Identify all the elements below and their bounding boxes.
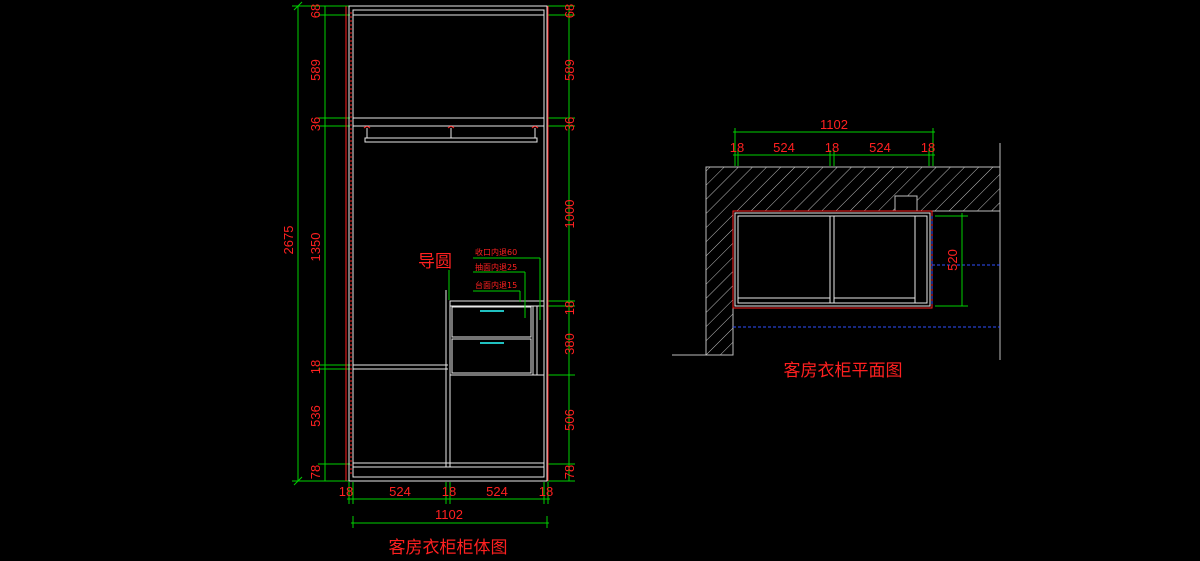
plan-width-18-c: 18 — [921, 140, 935, 155]
plan-depth-label: 520 — [945, 249, 960, 271]
bottom-width-18-a: 18 — [339, 484, 353, 499]
note-counter-inset: 台面内退15 — [475, 280, 517, 290]
plan-top-width-chain — [733, 150, 935, 166]
bottom-width-chain — [347, 482, 550, 504]
elevation-title: 客房衣柜柜体图 — [389, 538, 508, 558]
plan-width-18-a: 18 — [730, 140, 744, 155]
right-height-1000: 1000 — [562, 200, 577, 229]
overall-height-label: 2675 — [281, 226, 296, 255]
plan-cabinet-outline — [732, 210, 933, 309]
right-height-68-top: 68 — [562, 4, 577, 18]
plan-width-524-a: 524 — [773, 140, 795, 155]
bottom-width-18-c: 18 — [539, 484, 553, 499]
plan-width-18-b: 18 — [825, 140, 839, 155]
hanging-rail — [364, 128, 538, 143]
guide-round-label: 导圆 — [418, 252, 452, 272]
right-height-18: 18 — [562, 301, 577, 315]
left-height-589: 589 — [308, 59, 323, 81]
right-height-589: 589 — [562, 59, 577, 81]
plan-view: 1102 18 524 18 524 18 — [672, 117, 1001, 381]
bottom-width-524-b: 524 — [486, 484, 508, 499]
cabinet-body — [348, 5, 548, 482]
note-drawer-inset: 抽面内退25 — [475, 262, 517, 272]
plan-depth-dimension — [935, 213, 968, 307]
left-height-536: 536 — [308, 405, 323, 427]
note-closing-inset: 收口内退60 — [475, 247, 517, 257]
left-height-78: 78 — [308, 465, 323, 479]
right-height-chain — [548, 5, 575, 482]
right-height-506: 506 — [562, 409, 577, 431]
rail-hooks — [363, 126, 539, 129]
plan-overall-width-dimension — [733, 128, 935, 166]
annotation-leaders — [448, 257, 541, 320]
bottom-overall-width-label: 1102 — [435, 507, 463, 522]
plan-title: 客房衣柜平面图 — [784, 361, 903, 381]
elevation-view: 2675 68 589 36 1350 18 536 78 — [281, 1, 577, 558]
bottom-width-524-a: 524 — [389, 484, 411, 499]
left-height-chain — [318, 5, 350, 482]
right-height-380: 380 — [562, 333, 577, 355]
left-height-1350: 1350 — [308, 233, 323, 262]
left-height-18: 18 — [308, 360, 323, 374]
bottom-overall-width-dimension — [351, 516, 549, 528]
plan-hidden-lines — [733, 216, 1000, 328]
cabinet-red-outline — [345, 6, 549, 481]
bottom-width-18-b: 18 — [442, 484, 456, 499]
right-height-36: 36 — [562, 117, 577, 131]
plan-overall-width-label: 1102 — [820, 117, 848, 132]
plan-cabinet — [734, 212, 931, 307]
left-height-36: 36 — [308, 117, 323, 131]
right-height-78: 78 — [562, 465, 577, 479]
left-height-68-top: 68 — [308, 4, 323, 18]
plan-width-524-b: 524 — [869, 140, 891, 155]
wall-socket — [894, 195, 918, 212]
